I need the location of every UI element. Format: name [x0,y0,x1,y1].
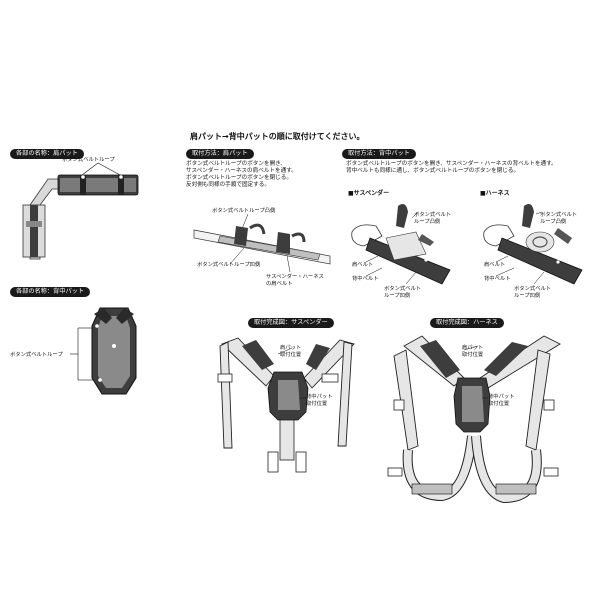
shoulder-loop-label: ボタン式ベルトループ [62,157,115,163]
method-shoulder-label-closed: ボタン式ベルトループ凹側 [197,262,261,268]
harn-label-back: 肩ベルト [484,262,506,268]
done-suspender-tag: 取付完成図：サスペンダー [248,318,334,328]
shoulder-pad-parts-tag: 各部の名称：肩パット [10,149,84,159]
susp-label-back: 肩ベルト [352,262,374,268]
done-harn-label-shoulder: 肩パット 取付位置 [462,345,484,358]
method-shoulder-line-2: サスペンダー・ハーネスの肩ベルトを通す。 [186,168,297,174]
method-shoulder-tag: 取付方法：肩パット [186,149,254,159]
suspender-title: ■サスペンダー [348,190,390,197]
suspender-illustration [351,204,451,285]
method-shoulder-illustration [193,213,331,273]
susp-label-bottom: ボタン式ベルト ループ凹側 [384,286,422,299]
suspender-complete-illustration [217,337,355,473]
harness-illustration [483,204,583,285]
done-harn-label-back: 背中パット 取付位置 [488,394,515,407]
done-susp-label-shoulder: 肩パット 取付位置 [280,345,302,358]
back-pad-illustration [70,307,137,395]
harn-label-belt: 背中ベルト [484,276,511,282]
done-susp-label-back: 背中パット 取付位置 [306,394,333,407]
shoulder-pad-illustration [22,162,139,260]
method-shoulder-label-open: ボタン式ベルトループ凸側 [212,208,276,214]
method-back-tag: 取付方法：背中パット [342,149,416,159]
method-back-line-2: 背中ベルトも同様に通し、ボタン式ベルトループのボタンを閉じる。 [346,168,520,174]
susp-label-belt: 背中ベルト [352,276,379,282]
harness-title: ■ハーネス [480,190,510,197]
harn-label-bottom: ボタン式ベルト ループ凹側 [514,286,552,299]
method-back-line-1: ボタン式ベルトループのボタンを開き、サスペンダー・ハーネスの背ベルトを通す。 [346,161,557,167]
harn-label-top: ボタン式ベルト ループ凸側 [540,212,578,225]
method-shoulder-line-3: ボタン式ベルトループのボタンを閉じる。 [186,175,292,181]
back-loop-label: ボタン式ベルトループ [10,352,63,358]
method-shoulder-line-4: 反対側も同様の手順で固定する。 [186,182,270,188]
back-pad-parts-tag: 各部の名称：背中パット [10,287,91,297]
method-shoulder-line-1: ボタン式ベルトループのボタンを開き、 [186,161,286,167]
susp-label-top: ボタン式ベルト ループ凸側 [414,212,452,225]
method-shoulder-label-strap: サスペンダー・ハーネス の肩ベルト [266,274,324,287]
harness-complete-illustration [387,335,561,504]
page-heading: 肩パット→背中パットの順に取付けてください。 [190,132,365,141]
done-harness-tag: 取付完成図：ハーネス [430,318,504,328]
